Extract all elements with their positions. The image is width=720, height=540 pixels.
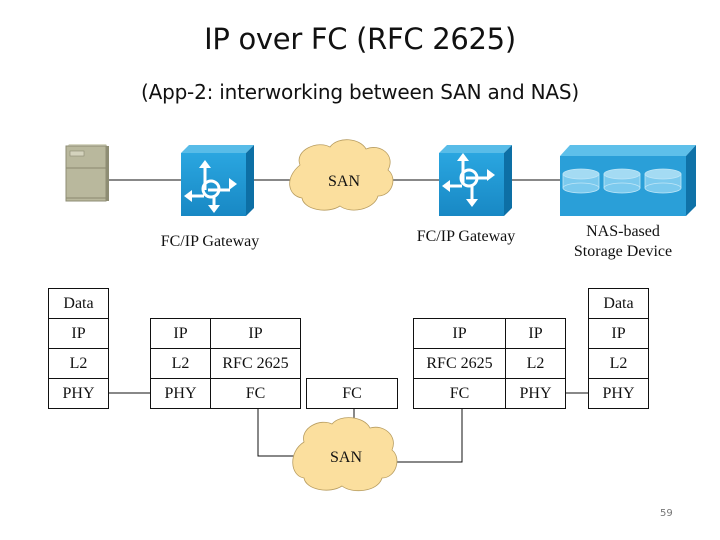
gw-right-col2-phy: PHY bbox=[505, 378, 566, 409]
bottom-link-lines bbox=[108, 392, 588, 463]
san-cloud-bottom-label: SAN bbox=[330, 449, 362, 466]
host-left-ip: IP bbox=[48, 318, 109, 349]
host-right-ip: IP bbox=[588, 318, 649, 349]
gw-left-col2-ip: IP bbox=[210, 318, 301, 349]
gw-right-col1-rfc2625: RFC 2625 bbox=[413, 348, 506, 379]
nas-label: NAS-based Storage Device bbox=[556, 222, 690, 262]
slide-title: IP over FC (RFC 2625) bbox=[204, 22, 516, 56]
host-left-phy: PHY bbox=[48, 378, 109, 409]
nas-label-line2: Storage Device bbox=[573, 243, 673, 260]
fc-ip-gateway-right-icon bbox=[439, 145, 512, 216]
gw-right-col1-ip: IP bbox=[413, 318, 506, 349]
gw-right-col2-l2: L2 bbox=[505, 348, 566, 379]
nas-label-line1: NAS-based bbox=[586, 223, 660, 240]
gw-left-col2-rfc2625: RFC 2625 bbox=[210, 348, 301, 379]
san-fc-layer: FC bbox=[306, 378, 398, 409]
gw-left-col1-phy: PHY bbox=[150, 378, 211, 409]
slide-subtitle: (App-2: interworking between SAN and NAS… bbox=[140, 80, 580, 104]
host-right-l2: L2 bbox=[588, 348, 649, 379]
gw-right-col1-fc: FC bbox=[413, 378, 506, 409]
gateway-left-label: FC/IP Gateway bbox=[160, 233, 260, 250]
host-right-phy: PHY bbox=[588, 378, 649, 409]
gw-left-col1-ip: IP bbox=[150, 318, 211, 349]
san-cloud-top-icon bbox=[289, 139, 394, 211]
san-cloud-bottom-icon bbox=[292, 417, 398, 492]
gw-right-col2-ip: IP bbox=[505, 318, 566, 349]
host-left-data: Data bbox=[48, 288, 109, 319]
san-cloud-top-label: SAN bbox=[328, 173, 360, 190]
gw-left-col2-fc: FC bbox=[210, 378, 301, 409]
gw-left-col1-l2: L2 bbox=[150, 348, 211, 379]
fc-ip-gateway-left-icon bbox=[181, 145, 254, 216]
nas-storage-device-icon bbox=[560, 145, 696, 216]
host-left-l2: L2 bbox=[48, 348, 109, 379]
host-right-data: Data bbox=[588, 288, 649, 319]
gateway-right-label: FC/IP Gateway bbox=[416, 228, 516, 245]
page-number: 59 bbox=[660, 508, 673, 519]
server-tower-icon bbox=[65, 144, 109, 202]
